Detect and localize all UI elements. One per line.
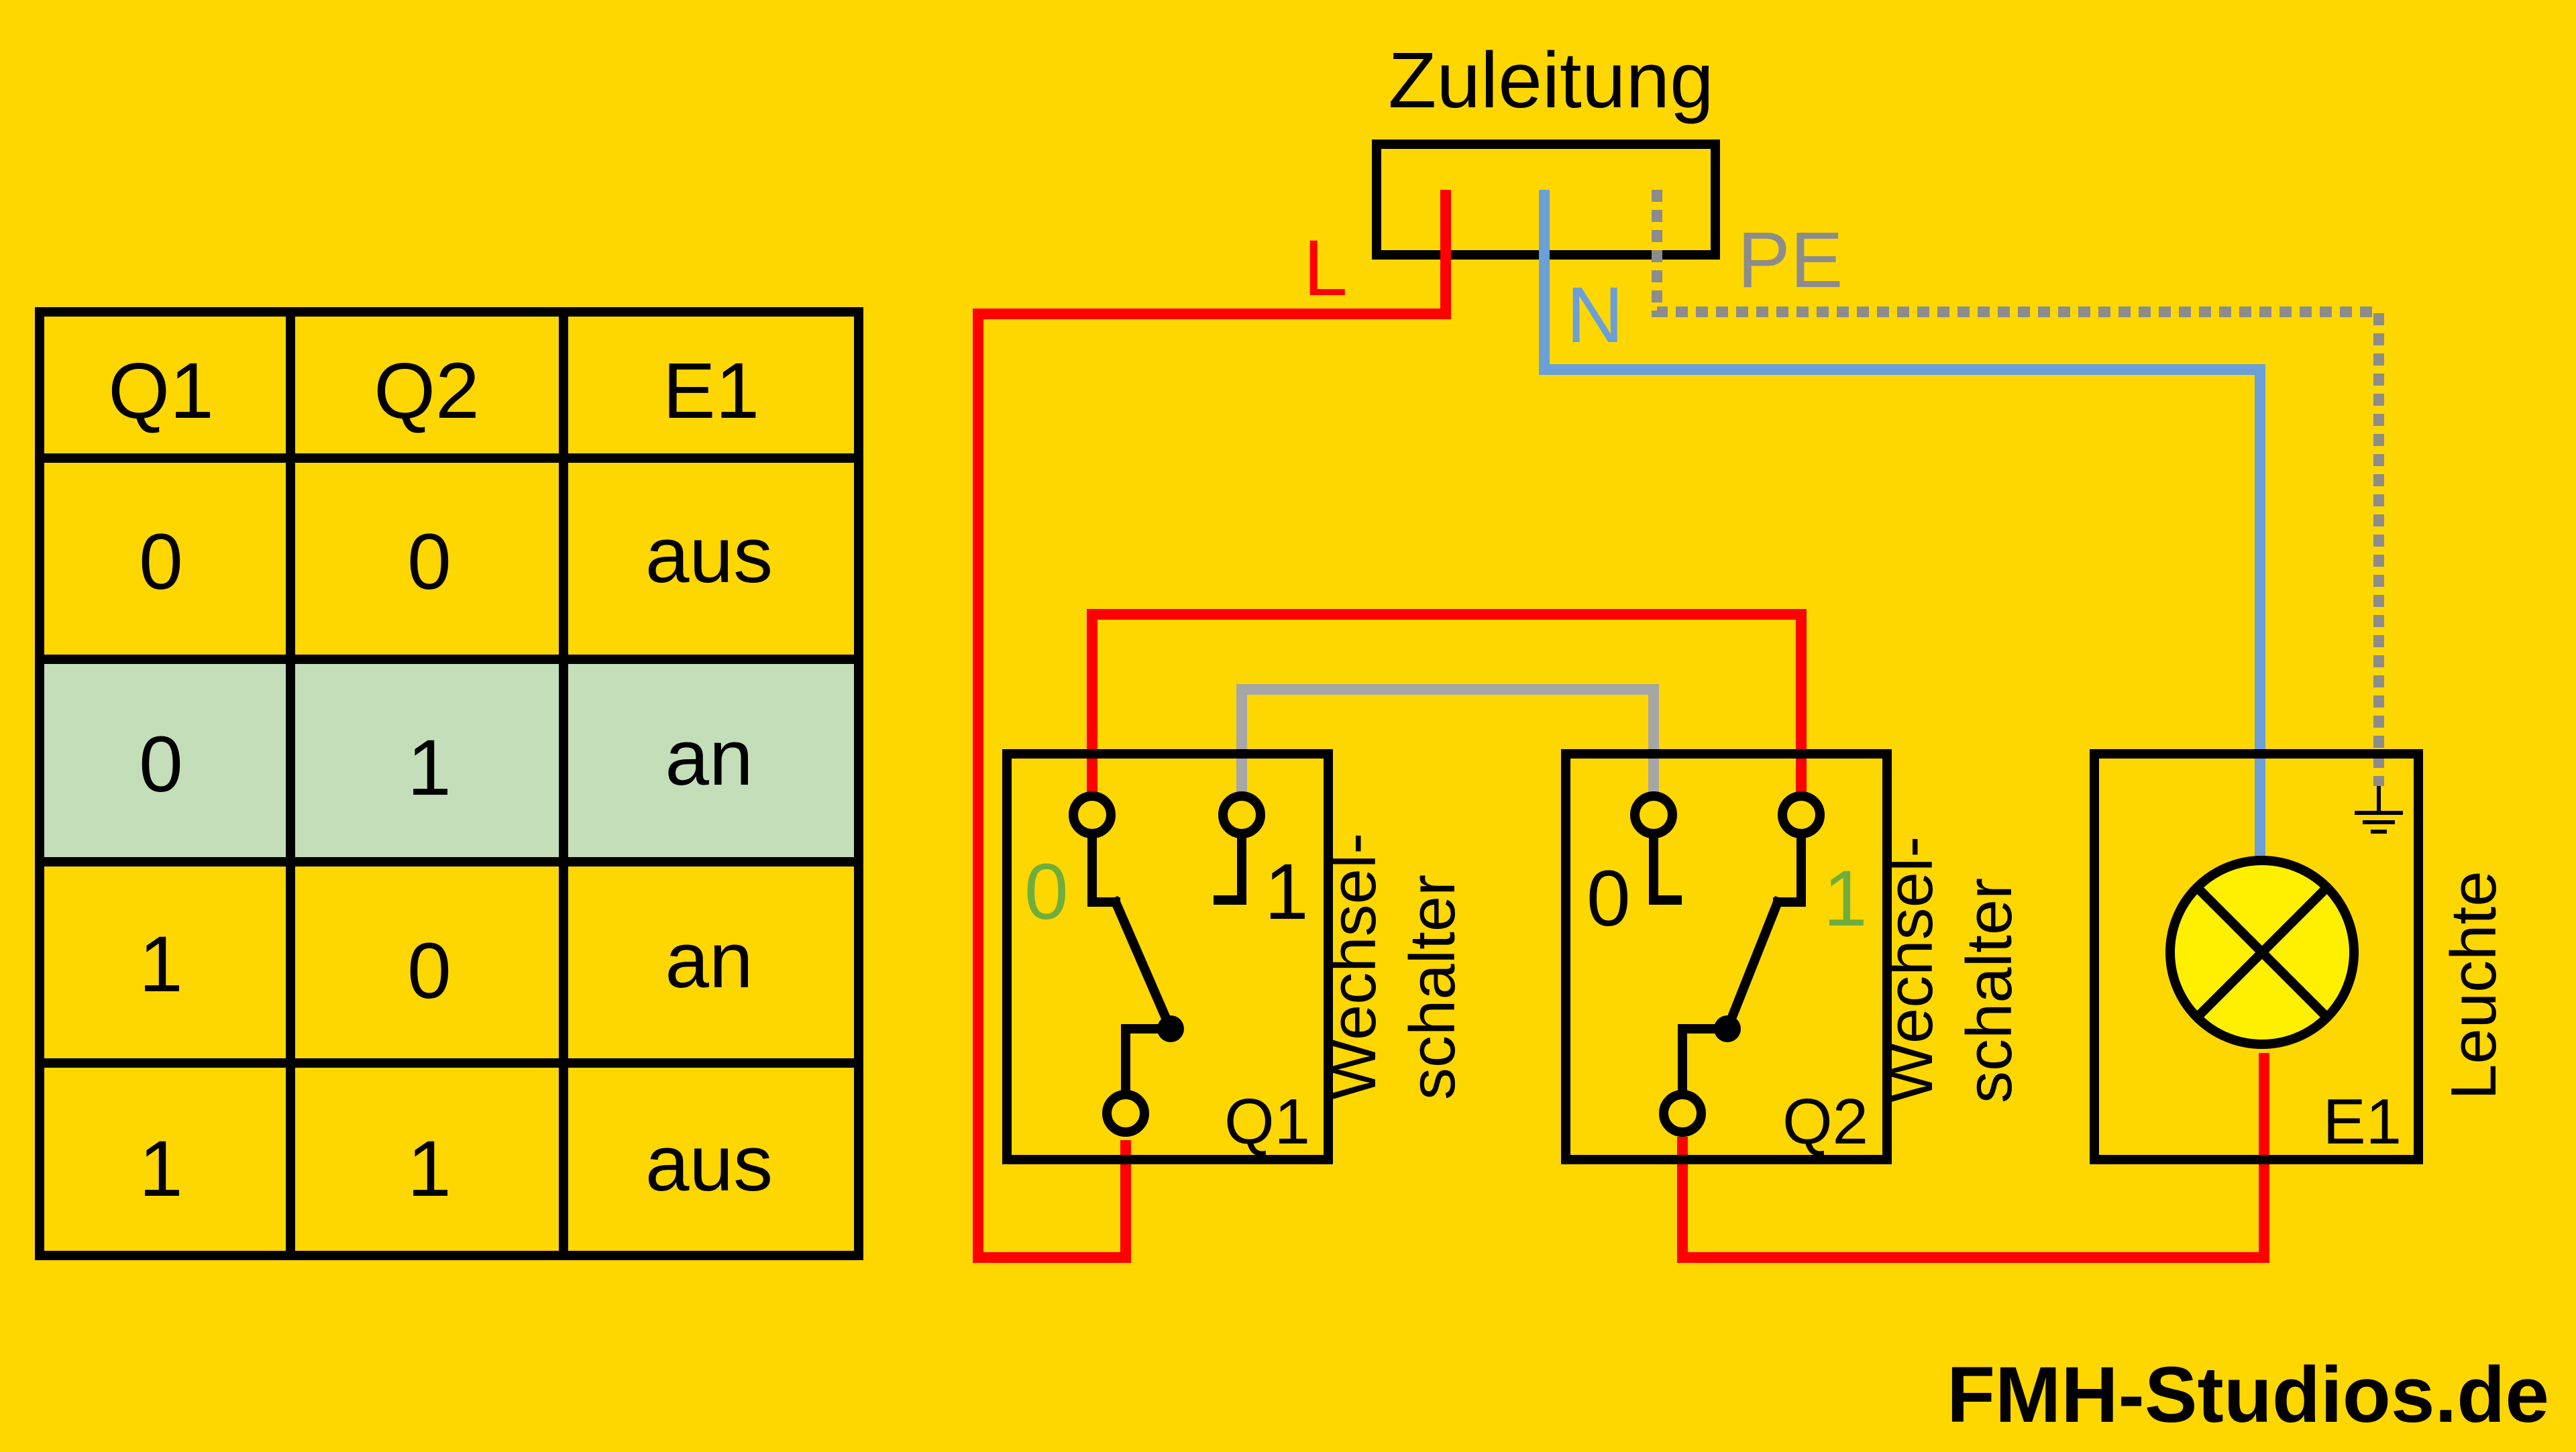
switch-q1-terminal-0 [1069, 791, 1116, 838]
table-header-q1: Q1 [108, 347, 213, 435]
earth-label: PE [1737, 216, 1843, 304]
switch-q1: 0 1 Q1 Wechsel- schalter [1002, 749, 1468, 1164]
phase-label: L [1303, 224, 1348, 313]
switch-q2-terminal-1 [1778, 791, 1825, 838]
switch-q1-housing [1002, 749, 1333, 1164]
lamp-e1: E1 Leuchte [2090, 749, 2510, 1164]
switch-q1-name: Wechsel- schalter [1318, 815, 1468, 1100]
wire-earth [1652, 190, 2384, 786]
table-header-q2: Q2 [374, 347, 479, 435]
lamp-e1-housing [2090, 749, 2423, 1164]
switch-q2: 0 1 Q2 Wechsel- schalter [1561, 749, 2025, 1164]
table-cell: 1 [407, 1125, 451, 1213]
switch-q2-pivot [1714, 1015, 1741, 1042]
switch-q1-pos0-label: 0 [1024, 848, 1069, 936]
watermark: FMH-Studios.de [1947, 1351, 2549, 1439]
table-cell: 1 [139, 1125, 183, 1213]
table-grid [35, 307, 863, 1260]
table-cell: aus [645, 511, 773, 600]
wire-neutral [1539, 190, 2265, 869]
table-cell: 0 [139, 518, 183, 606]
switch-q2-terminal-0 [1630, 791, 1677, 838]
lamp-e1-id: E1 [2323, 1086, 2402, 1158]
earth-icon [2355, 786, 2403, 834]
table-cell: 0 [139, 720, 183, 809]
switch-q2-housing [1561, 749, 1892, 1164]
table-cell: 0 [407, 518, 451, 606]
truth-table: Q1 Q2 E1 0 0 aus 0 1 an 1 0 an 1 1 aus [35, 307, 863, 1260]
table-cell: 1 [139, 920, 183, 1009]
switch-q1-terminal-common [1102, 1090, 1149, 1137]
supply-terminal: Zuleitung L N PE [1303, 36, 1843, 359]
table-cell: an [665, 916, 753, 1005]
switch-q1-terminal-1 [1218, 791, 1265, 838]
switch-q2-pos1-label: 1 [1823, 854, 1868, 943]
lamp-e1-name: Leuchte [2438, 871, 2510, 1100]
switch-q2-name: Wechsel- schalter [1874, 818, 2025, 1103]
switch-q2-pos0-label: 0 [1587, 854, 1631, 943]
lamp-symbol [2165, 856, 2359, 1049]
table-header-e1: E1 [663, 347, 759, 435]
table-cell: an [665, 714, 753, 802]
wire-phase-feed [973, 190, 1451, 1263]
table-cell: 0 [407, 927, 451, 1015]
switch-q1-id: Q1 [1224, 1086, 1310, 1158]
table-cell: aus [645, 1119, 773, 1208]
supply-title: Zuleitung [1388, 36, 1713, 125]
table-row-highlight [44, 664, 854, 857]
wire-traveler-1 [1087, 609, 1807, 815]
switch-q2-terminal-common [1659, 1090, 1706, 1137]
switch-q2-id: Q2 [1782, 1086, 1868, 1158]
switch-q1-pivot [1157, 1015, 1184, 1042]
switch-q1-pos1-label: 1 [1265, 848, 1309, 936]
table-cell: 1 [407, 724, 451, 812]
neutral-label: N [1566, 271, 1623, 359]
